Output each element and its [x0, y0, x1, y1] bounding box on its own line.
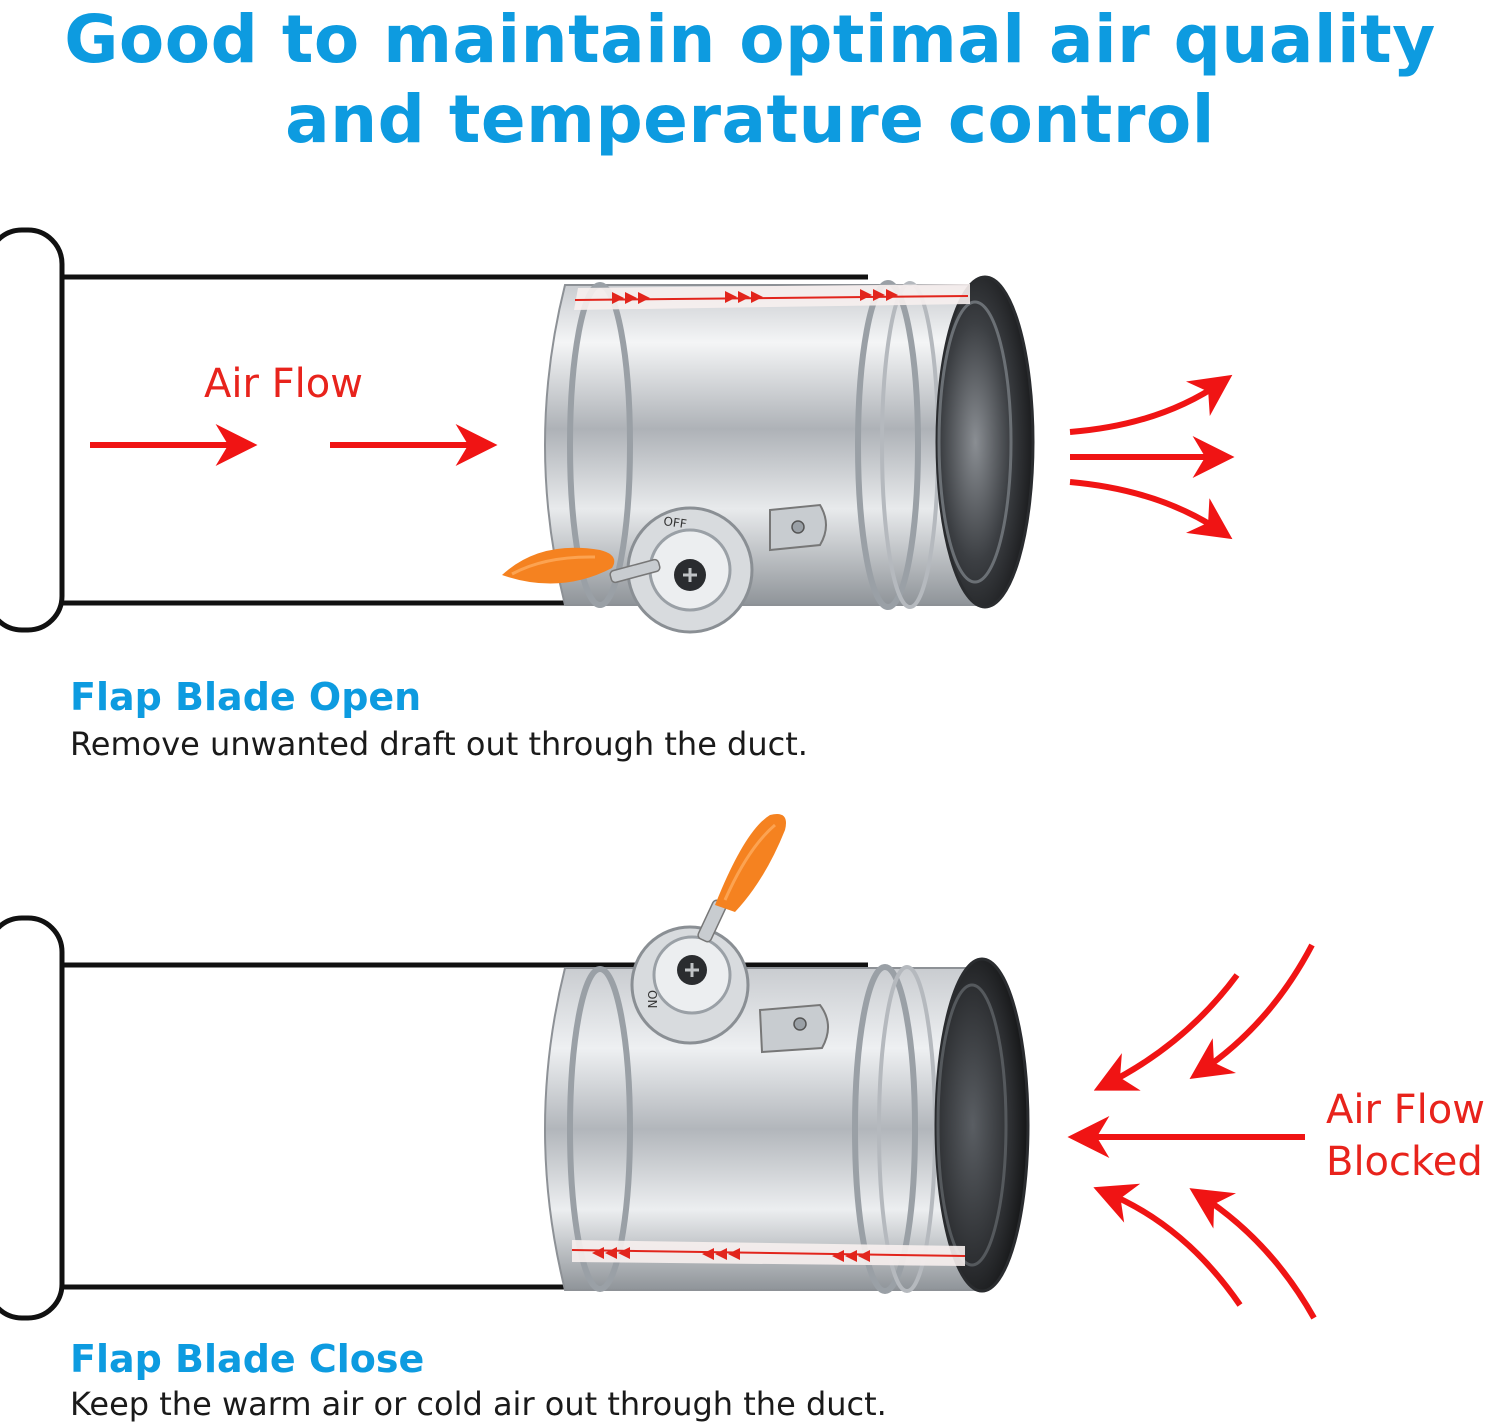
blocked-airflow-arrows — [1067, 943, 1317, 1320]
handle-assembly[interactable]: OFF — [502, 503, 827, 634]
air-flow-blocked-label: Air Flow Blocked — [1326, 1084, 1485, 1188]
headline-line-1: Good to maintain optimal air quality — [64, 1, 1436, 78]
flap-closed-illustration: ON — [0, 814, 1317, 1321]
flap-close-description: Keep the warm air or cold air out throug… — [70, 1385, 887, 1423]
flap-open-title: Flap Blade Open — [70, 675, 422, 719]
damper-body-lower — [544, 957, 1030, 1294]
flap-closed-scene: ON Air Flow Blocked Flap Blade Close Kee… — [0, 780, 1500, 1428]
air-flow-label: Air Flow — [204, 361, 363, 407]
air-flow-blocked-line-1: Air Flow — [1326, 1087, 1485, 1133]
airflow-out-arrows — [1069, 374, 1235, 540]
headline: Good to maintain optimal air quality and… — [0, 0, 1500, 160]
flap-open-description: Remove unwanted draft out through the du… — [70, 725, 808, 763]
flap-open-illustration: OFF — [0, 227, 1235, 634]
flap-close-title: Flap Blade Close — [70, 1337, 425, 1381]
headline-line-2: and temperature control — [285, 81, 1215, 158]
flap-open-scene: OFF Air Flow Flap Blade Open Remove unwa… — [0, 227, 1235, 763]
damper-body — [544, 275, 1035, 610]
handle-assembly-lower[interactable]: ON — [630, 814, 829, 1054]
air-flow-blocked-line-2: Blocked — [1326, 1139, 1483, 1185]
switch-off-text: OFF — [663, 514, 688, 531]
switch-on-text: ON — [645, 990, 659, 1008]
